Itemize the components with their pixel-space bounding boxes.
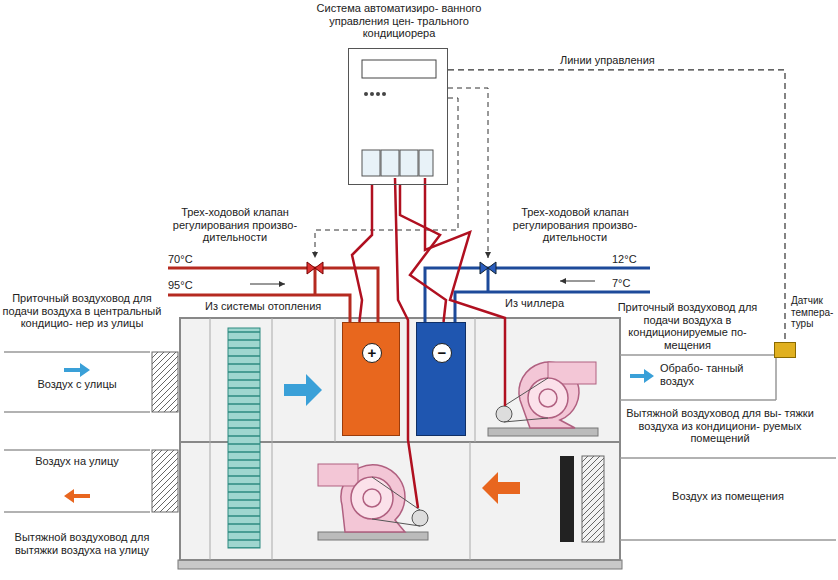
coil-sign: − (432, 343, 452, 363)
annotation: Трех-ходовой клапан регулирования произв… (165, 206, 305, 244)
cooling-coil: − (416, 322, 466, 436)
annotation: 95°C (168, 279, 208, 292)
duct-text: Воздух из помещения (624, 490, 832, 503)
controller-cabinet: Система автоматизиро- ванного управления… (348, 48, 448, 185)
supply-duct: Обрабо- танный воздух (620, 357, 776, 399)
exhaust-duct: Воздух на улицу (4, 452, 150, 510)
annotation: 70°C (168, 253, 208, 266)
control-wire (352, 185, 372, 322)
annotation: 7°C (612, 277, 652, 290)
annotation: Приточный воздуховод для подачи воздуха … (605, 301, 770, 352)
sensor-label: Датчик темпера- туры (791, 295, 837, 330)
annotation: Из системы отопления (205, 300, 335, 313)
annotation: Из чиллера (505, 297, 585, 310)
return-duct: Воздух из помещения (620, 460, 836, 538)
annotation: Приточный воздуховод для подачи воздуха … (2, 292, 162, 330)
annotation: Вытяжной воздуховод для вы- тяжки воздух… (625, 407, 815, 445)
annotation: Линии управления (560, 54, 680, 67)
coil-sign: + (362, 343, 382, 363)
heating-coil: + (342, 322, 400, 436)
control-wire (400, 185, 446, 322)
annotation: Трех-ходовой клапан регулирования произв… (500, 206, 650, 244)
duct-text: Воздух на улицу (8, 455, 146, 468)
cabinet-title: Система автоматизиро- ванного управления… (301, 2, 497, 40)
intake-duct: Воздух с улицы (4, 354, 150, 410)
temperature-sensor: Датчик темпера- туры (774, 342, 796, 358)
annotation: Вытяжной воздуховод для вытяжки воздуха … (2, 531, 162, 556)
duct-text: Воздух с улицы (8, 378, 146, 391)
duct-text: Обрабо- танный воздух (660, 362, 772, 387)
annotation: 12°C (612, 253, 652, 266)
